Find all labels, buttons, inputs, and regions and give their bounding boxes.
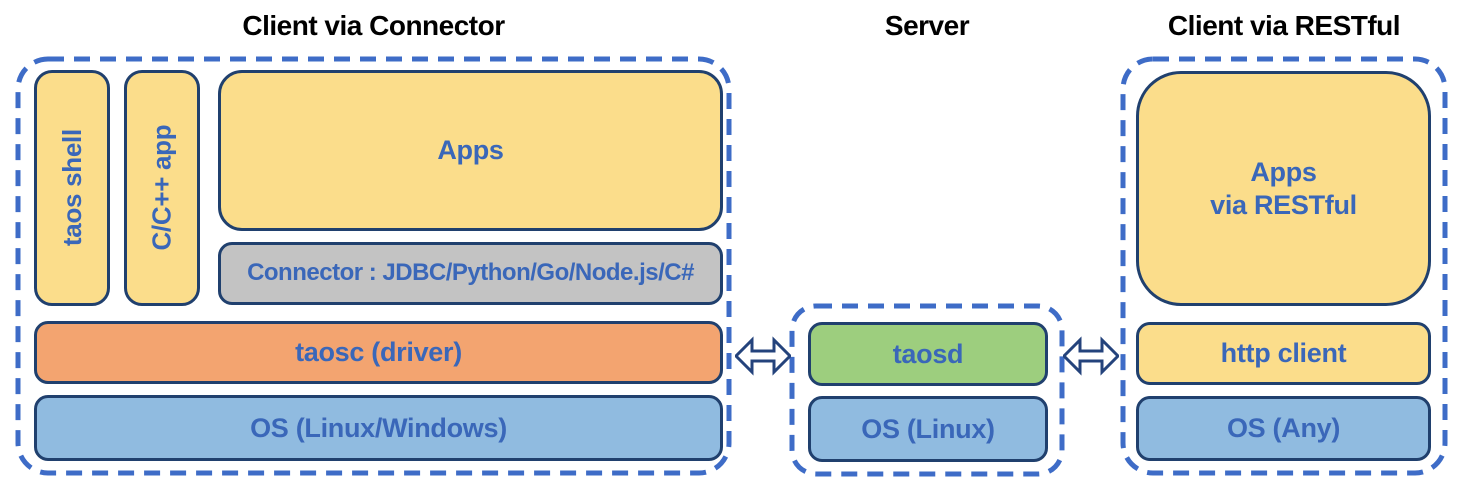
box-apps-label: Apps (437, 135, 504, 166)
section-title-server: Server (884, 10, 970, 41)
box-apps-via-restful: Apps via RESTful (1136, 71, 1431, 306)
box-os-linux-label: OS (Linux) (861, 413, 995, 444)
box-taosc-driver-label: taosc (driver) (295, 337, 462, 368)
box-os-linux-windows: OS (Linux/Windows) (34, 395, 723, 461)
server-container (789, 303, 1065, 477)
section-title-client-restful: Client via RESTful (1167, 10, 1401, 41)
box-os-any-label: OS (Any) (1226, 413, 1341, 444)
double-arrow-icon (1063, 336, 1119, 376)
box-cpp-app-label: C/C++ app (146, 125, 177, 251)
box-taos-shell: taos shell (34, 70, 110, 306)
client-restful-container (1120, 56, 1448, 476)
box-os-linux: OS (Linux) (808, 396, 1048, 462)
box-taosd-label: taosd (892, 338, 964, 369)
box-connector-label: Connector : JDBC/Python/Go/Node.js/C# (247, 259, 694, 287)
box-taosc-driver: taosc (driver) (34, 321, 723, 384)
double-arrow-icon (735, 336, 791, 376)
box-taos-shell-label: taos shell (56, 129, 87, 247)
box-http-client: http client (1136, 322, 1431, 385)
box-taosd: taosd (808, 322, 1048, 386)
box-http-client-label: http client (1220, 338, 1347, 369)
section-title-client-connector: Client via Connector (242, 10, 505, 41)
box-os-linux-windows-label: OS (Linux/Windows) (250, 412, 507, 443)
box-os-any: OS (Any) (1136, 396, 1431, 461)
client-connector-container (15, 56, 732, 476)
box-cpp-app: C/C++ app (124, 70, 200, 306)
box-apps-via-restful-label: Apps via RESTful (1210, 157, 1357, 220)
box-connector: Connector : JDBC/Python/Go/Node.js/C# (218, 242, 723, 305)
box-apps: Apps (218, 70, 723, 231)
